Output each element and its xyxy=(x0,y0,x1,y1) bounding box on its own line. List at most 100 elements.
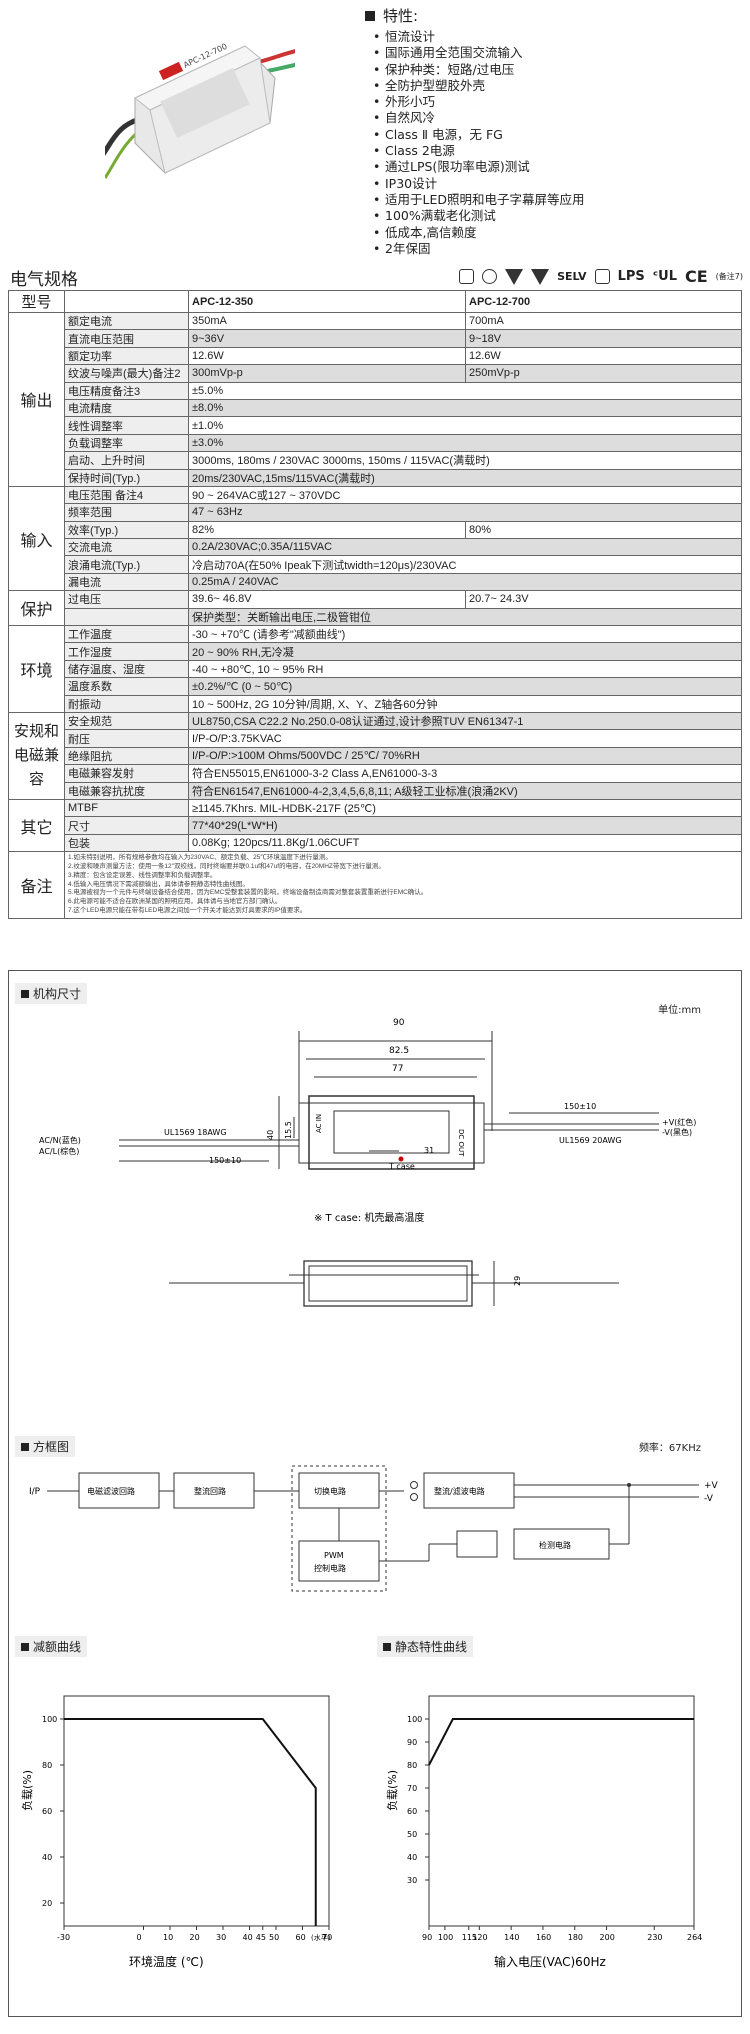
spec-row: 线性调整率±1.0% xyxy=(9,416,742,435)
spec-item: 额定功率 xyxy=(64,346,189,366)
spec-value: 77*40*29(L*W*H) xyxy=(188,816,742,835)
dim-15-5: 15.5 xyxy=(284,1121,293,1139)
spec-item: 线性调整率 xyxy=(64,416,189,435)
product-image: APC-12-700 xyxy=(98,28,301,198)
double-insulation-icon xyxy=(594,269,610,284)
model-1: APC-12-350 xyxy=(188,290,466,313)
spec-value: 符合EN55015,EN61000-3-2 Class A,EN61000-3-… xyxy=(188,764,742,783)
feature-item: 通过LPS(限功率电源)测试 xyxy=(365,159,745,176)
spec-value: 保护类型：关断输出电压,二极管钳位 xyxy=(188,607,742,627)
spec-item: 温度系数 xyxy=(64,677,189,696)
lps-mark: LPS xyxy=(617,269,645,284)
spec-item: 包装 xyxy=(64,833,189,853)
mech-title: 机构尺寸 xyxy=(15,983,88,1004)
spec-value: 39.6~ 46.8V xyxy=(188,590,466,609)
ce-mark-icon: CE xyxy=(684,267,708,286)
model-2: APC-12-700 xyxy=(465,290,742,313)
block-out: 整流/滤波电路 xyxy=(434,1486,485,1496)
f-mark-icon xyxy=(505,268,524,285)
feature-item: Class Ⅱ 电源，无 FG xyxy=(365,127,745,144)
chart-frame xyxy=(428,1695,695,1927)
dim-150-right: 150±10 xyxy=(564,1102,596,1111)
spec-value: ≥1145.7Khrs. MIL-HDBK-217F (25℃) xyxy=(188,798,742,818)
block-switch: 切换电路 xyxy=(314,1486,346,1496)
spec-item: 耐振动 xyxy=(64,694,189,713)
ul20-label: UL1569 20AWG xyxy=(559,1136,622,1145)
dim-77: 77 xyxy=(392,1064,403,1074)
lamp-icon xyxy=(482,269,498,284)
spec-category: 其它 xyxy=(8,798,65,853)
ip-mark-icon xyxy=(531,268,550,285)
spec-category: 安规和电磁兼容 xyxy=(8,711,65,800)
spec-value: 0.25mA / 240VAC xyxy=(188,572,742,592)
spec-value: 20 ~ 90% RH,无冷凝 xyxy=(188,642,742,661)
block-vm: -V xyxy=(704,1494,714,1504)
note-line: 2.纹波和噪声测量方法：使用一条12"双绞线，同时终端要并联0.1uf和47uf… xyxy=(68,862,385,870)
spec-heading: 电气规格 SELV LPS ᶜUL CE (备注7) xyxy=(8,263,743,290)
spec-value: 冷启动70A(在50% Ipeak下测试twidth=120μs)/230VAC xyxy=(188,555,742,574)
spec-category: 保护 xyxy=(8,590,65,627)
note-line: 5.电源被视为一个元件与终端设备结合使用，因为EMC受整套装置的影响，终端设备制… xyxy=(68,889,428,897)
spec-item: 工作温度 xyxy=(64,625,189,644)
feature-item: 100%满载老化测试 xyxy=(365,208,745,225)
dim-150-left: 150±10 xyxy=(209,1156,241,1165)
ul-mark-icon: ᶜUL xyxy=(652,269,677,284)
cert-note: (备注7) xyxy=(715,272,743,281)
spec-row: 电磁兼容发射符合EN55015,EN61000-3-2 Class A,EN61… xyxy=(9,764,742,783)
spec-value: 9~18V xyxy=(465,329,742,348)
spec-row: 保持时间(Typ.)20ms/230VAC,15ms/115VAC(满载时) xyxy=(9,468,742,487)
y-tick-label: 40 xyxy=(407,1853,417,1862)
x-tick-label: 20 xyxy=(190,1933,200,1942)
spec-item: 交流电流 xyxy=(64,538,189,557)
x-axis-note: (水平) xyxy=(311,1933,331,1942)
dim-82-5: 82.5 xyxy=(389,1046,409,1056)
vminus-label: -V(黑色) xyxy=(662,1127,692,1137)
curve-line xyxy=(64,1718,317,1926)
features-section: 特性: 恒流设计国际通用全范围交流输入保护种类：短路/过电压全防护型塑胶外壳外形… xyxy=(365,5,745,257)
selv-mark: SELV xyxy=(557,270,587,283)
spec-category: 输出 xyxy=(8,312,65,487)
notes-content: 1.如未特别说明，所有规格参数均在输入为230VAC、额定负载、25℃环境温度下… xyxy=(64,851,742,919)
y-tick-label: 90 xyxy=(407,1738,417,1747)
spec-row: 效率(Typ.)82%80% xyxy=(9,520,742,540)
spec-item: 尺寸 xyxy=(64,816,189,835)
cert-icons: SELV LPS ᶜUL CE (备注7) xyxy=(459,267,743,286)
x-tick-label: 100 xyxy=(438,1933,453,1942)
spec-item: 负载调整率 xyxy=(64,433,189,453)
spec-item: 电压精度备注3 xyxy=(64,381,189,400)
dcout-label: DC OUT xyxy=(457,1129,465,1157)
spec-row: 保护类型：关断输出电压,二极管钳位 xyxy=(9,607,742,627)
spec-title: 电气规格 xyxy=(10,270,78,290)
y-axis-label: 负载(%) xyxy=(20,1770,34,1811)
spec-row: 浪涌电流(Typ.)冷启动70A(在50% Ipeak下测试twidth=120… xyxy=(9,555,742,574)
block-detect: 检测电路 xyxy=(539,1540,571,1550)
spec-value: ±1.0% xyxy=(188,416,742,435)
y-tick-label: 20 xyxy=(42,1899,52,1908)
spec-item: 保持时间(Typ.) xyxy=(64,468,189,487)
tcase-note: ※ T case: 机壳最高温度 xyxy=(314,1211,424,1224)
mech-unit: 单位:mm xyxy=(658,1005,701,1016)
y-tick-label: 40 xyxy=(42,1853,52,1862)
block-pwm: PWM xyxy=(324,1551,344,1560)
spec-item: 电流精度 xyxy=(64,398,189,418)
x-tick-label: 200 xyxy=(600,1933,615,1942)
x-tick-label: 120 xyxy=(472,1933,487,1942)
spec-value: I/P-O/P:3.75KVAC xyxy=(188,729,742,748)
y-tick-label: 70 xyxy=(407,1784,417,1793)
x-tick-label: 0 xyxy=(137,1933,142,1942)
spec-value: ±0.2%/℃ (0 ~ 50℃) xyxy=(188,677,742,696)
x-tick-label: 45 xyxy=(256,1933,266,1942)
feature-item: Class 2电源 xyxy=(365,143,745,160)
